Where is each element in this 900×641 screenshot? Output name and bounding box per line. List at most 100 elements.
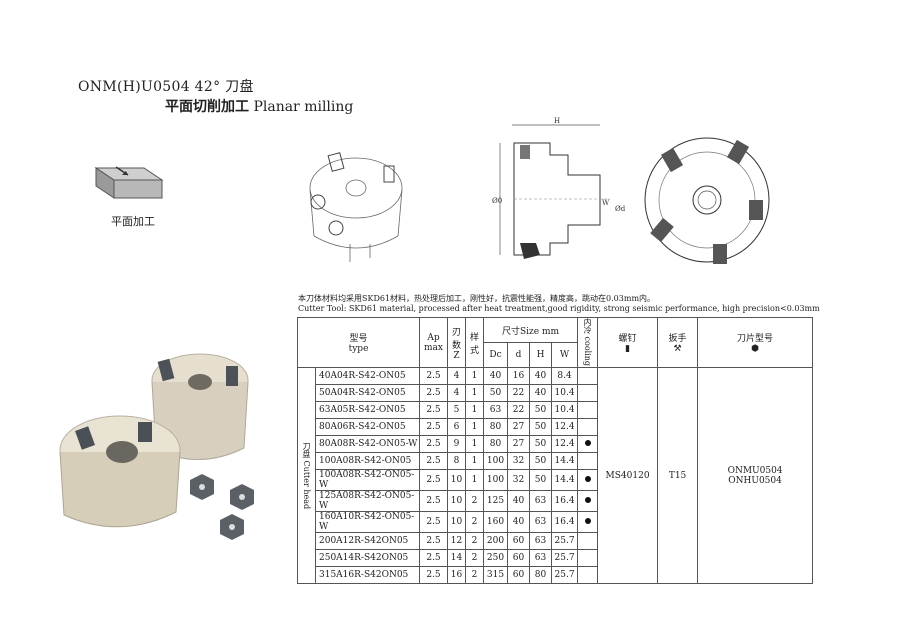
dim-w-label: W [602,199,610,207]
col-header-screw: 螺钉▮ [597,317,659,368]
cell-model: 100A08R-S42-ON05 [314,452,421,470]
cell-d: 60 [507,549,531,567]
col-wrench-label: 扳手 [668,334,687,344]
cell-cooling [577,435,599,453]
cell-style: 1 [465,367,485,385]
cooling-dot-icon [584,518,591,524]
cell-cooling [577,566,599,584]
col-type-cn: 型号 [349,334,368,344]
cooling-dot-icon [584,440,591,446]
cell-cooling [577,452,599,470]
col-h: H [529,342,553,368]
cell-style: 1 [465,384,485,402]
cell-style: 1 [465,418,485,436]
cell-h: 63 [529,549,553,567]
cell-dc: 50 [483,384,509,402]
cell-cooling [577,384,599,402]
cell-h: 63 [529,532,553,550]
cell-style: 2 [465,490,485,512]
col-z: Z [453,350,460,361]
col-screw-label: 螺钉 [618,334,637,344]
cell-z: 16 [447,566,467,584]
cell-w: 12.4 [551,418,579,436]
cell-style: 2 [465,511,485,533]
subtitle-en: Planar milling [253,99,354,115]
cell-dc: 63 [483,401,509,419]
cutter-3d-sketch [309,152,403,262]
cell-cooling [577,490,599,512]
cell-z: 12 [447,532,467,550]
dim-d-label: Ød [615,205,626,213]
cell-d: 40 [507,490,531,512]
cell-h: 50 [529,469,553,491]
insert-1: ONMU0504 [727,465,783,476]
col-dc: Dc [483,342,509,368]
cell-w: 10.4 [551,401,579,419]
subtitle-cn: 平面切削加工 [165,99,249,115]
cell-model: 250A14R-S42ON05 [314,549,421,567]
cell-z: 10 [447,490,467,512]
cell-h: 50 [529,435,553,453]
wrench-value: T15 [657,367,699,584]
col-type-en: type [348,344,369,354]
cooling-dot-icon [584,497,591,503]
cell-d: 60 [507,532,531,550]
cell-ap: 2.5 [419,566,449,584]
cell-h: 50 [529,418,553,436]
cell-model: 80A08R-S42-ON05-W [314,435,421,453]
cell-d: 16 [507,367,531,385]
col-header-wrench: 扳手⚒ [657,317,699,368]
planar-workpiece-illustration [94,166,164,199]
cell-dc: 80 [483,435,509,453]
screw-icon: ▮ [625,344,631,354]
wrench-icon: ⚒ [673,344,682,354]
cell-cooling [577,511,599,533]
cell-model: 50A04R-S42-ON05 [314,384,421,402]
cell-dc: 250 [483,549,509,567]
cell-ap: 2.5 [419,435,449,453]
col-w: W [551,342,579,368]
dim-d0-label: Ø0 [492,197,502,205]
cell-h: 50 [529,452,553,470]
col-header-cooling: 内冷 cooling [577,317,599,368]
cell-ap: 2.5 [419,511,449,533]
material-note-en: Cutter Tool: SKD61 material, processed a… [298,304,820,313]
cell-w: 25.7 [551,549,579,567]
material-note-cn: 本刀体材料均采用SKD61材料，热处理后加工，刚性好，抗震性能强，精度高，跳动在… [298,294,656,303]
cell-d: 27 [507,435,531,453]
cell-model: 125A08R-S42-ON05-W [314,490,421,512]
cell-w: 14.4 [551,452,579,470]
col-header-size: 尺寸Size mm [483,317,579,343]
col-ap-max: max [424,342,443,353]
cell-z: 4 [447,367,467,385]
cell-z: 14 [447,549,467,567]
cell-d: 40 [507,511,531,533]
cell-dc: 80 [483,418,509,436]
cell-d: 27 [507,418,531,436]
cell-model: 200A12R-S42ON05 [314,532,421,550]
cell-style: 2 [465,532,485,550]
cell-cooling [577,532,599,550]
cell-h: 40 [529,384,553,402]
cell-style: 2 [465,566,485,584]
cell-dc: 125 [483,490,509,512]
cell-h: 80 [529,566,553,584]
cell-d: 22 [507,401,531,419]
cell-w: 25.7 [551,532,579,550]
cell-w: 12.4 [551,435,579,453]
cell-w: 8.4 [551,367,579,385]
cell-model: 160A10R-S42-ON05-W [314,511,421,533]
cell-w: 16.4 [551,511,579,533]
cell-model: 100A08R-S42-ON05-W [314,469,421,491]
cell-ap: 2.5 [419,549,449,567]
cell-z: 10 [447,511,467,533]
